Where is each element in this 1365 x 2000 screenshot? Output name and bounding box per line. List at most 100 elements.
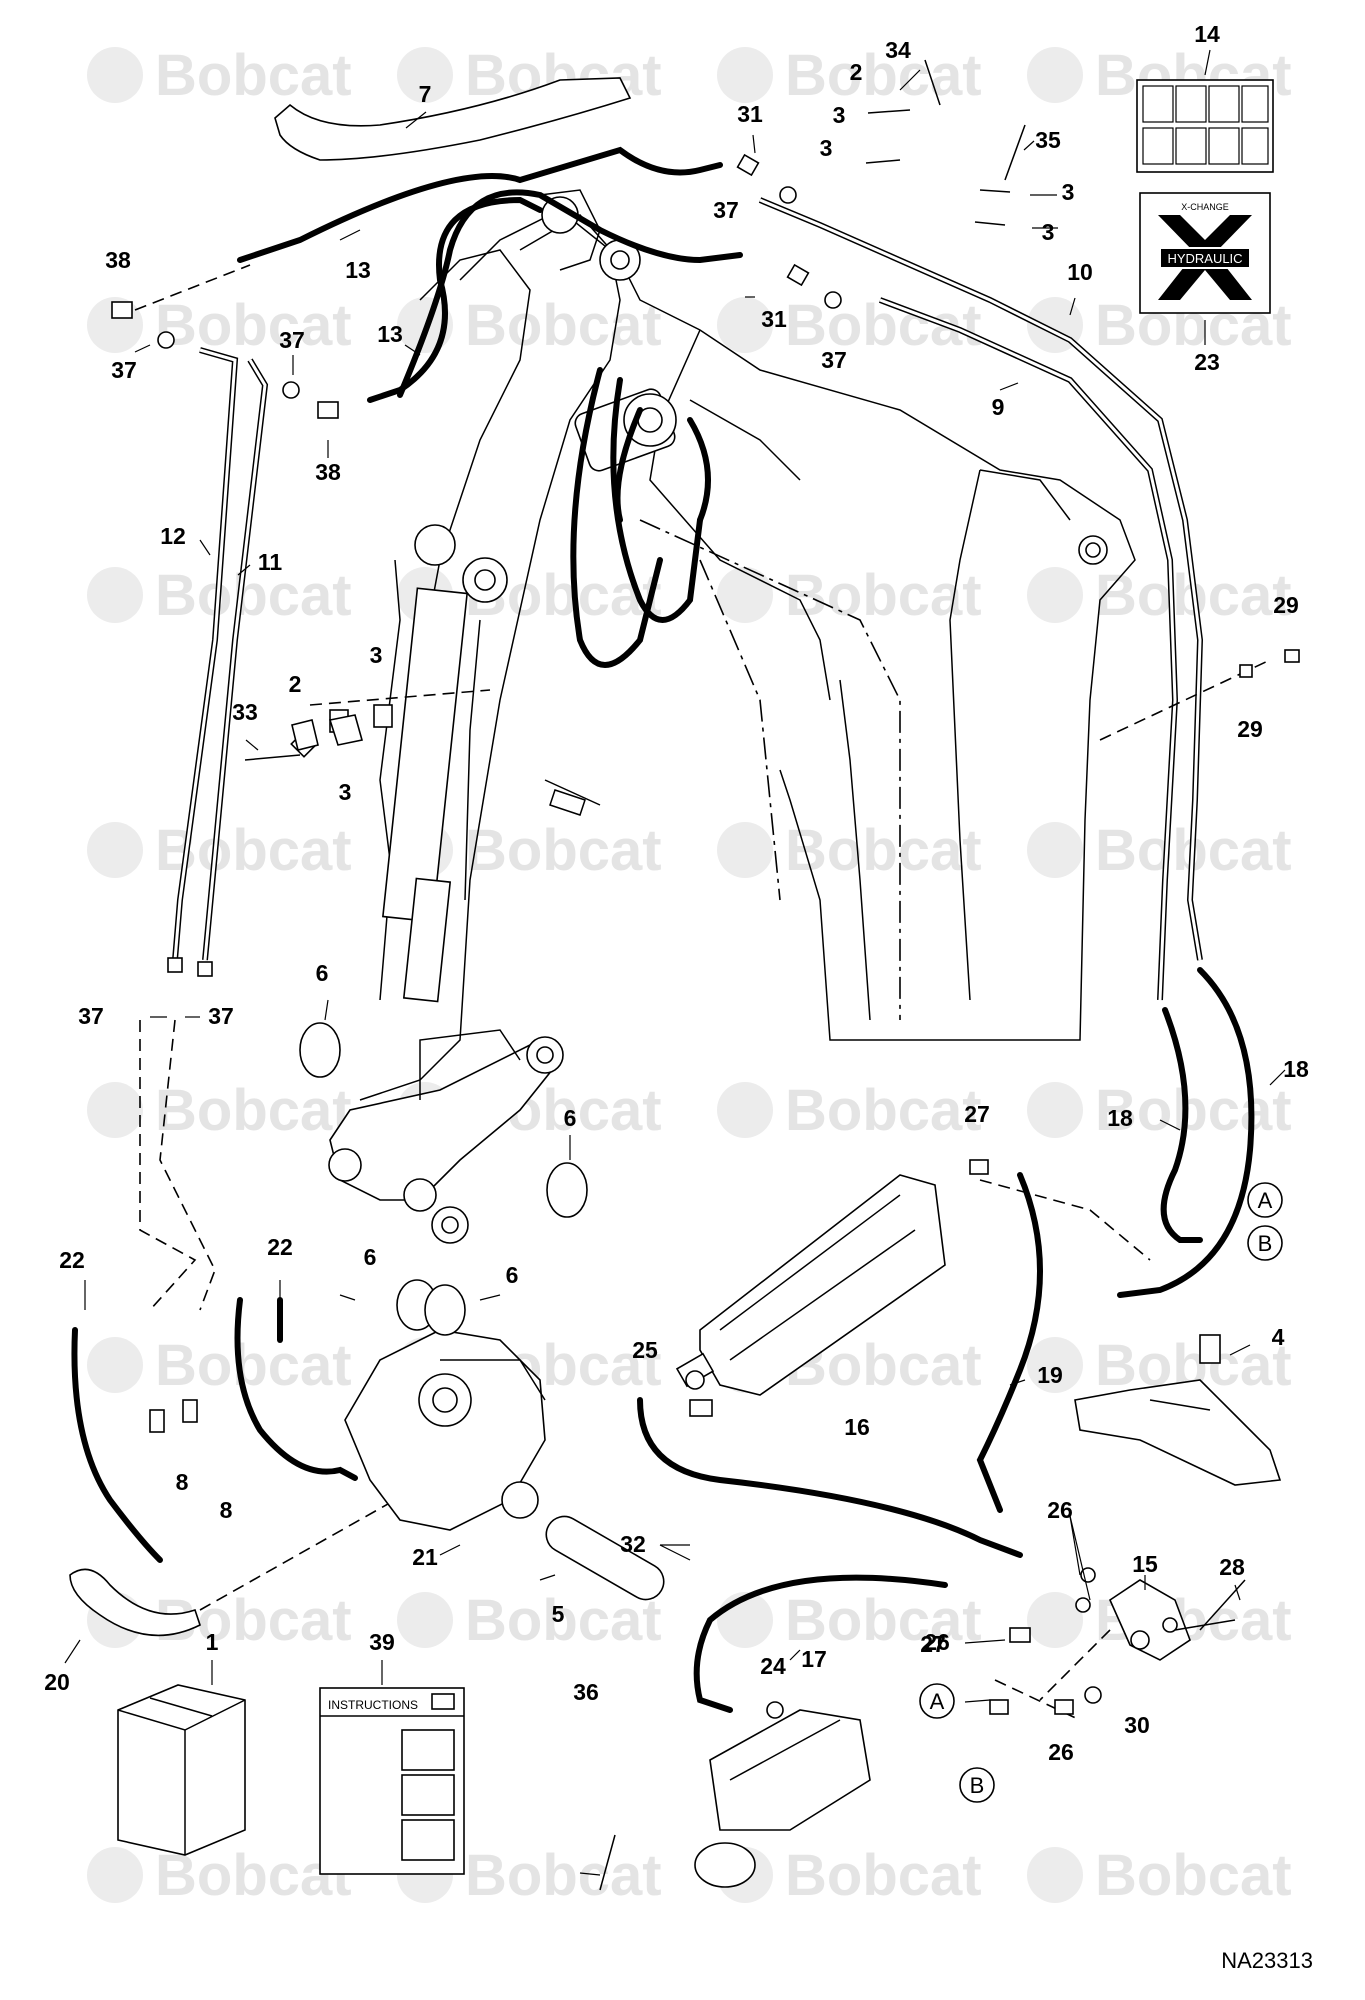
- diverter-valve: [694, 1709, 871, 1888]
- watermark-logo-icon: [1027, 1592, 1083, 1648]
- watermark-text: Bobcat: [465, 1843, 662, 1908]
- watermark-logo-icon: [87, 822, 143, 878]
- callout-38-top: 38: [105, 247, 131, 273]
- control-valve: [675, 1174, 946, 1396]
- callout-6-lower-a: 6: [364, 1244, 377, 1270]
- callout-26-left: 26: [924, 1629, 950, 1655]
- callout-8-left: 8: [176, 1469, 189, 1495]
- callout-3-top-b: 3: [820, 135, 833, 161]
- callout-leaders: [64, 49, 1286, 1876]
- callout-19: 19: [1037, 1362, 1063, 1388]
- callout-1: 1: [206, 1629, 219, 1655]
- decal-14: [1136, 79, 1274, 173]
- callout-10: 10: [1067, 259, 1093, 285]
- callout-37-left: 37: [111, 357, 137, 383]
- panel-4: [1074, 1334, 1282, 1486]
- callout-35: 35: [1035, 127, 1061, 153]
- callout-37-lower-left-a: 37: [78, 1003, 104, 1029]
- watermark-text: Bobcat: [155, 563, 352, 628]
- callout-18-right: 18: [1283, 1056, 1309, 1082]
- callout-30: 30: [1124, 1712, 1150, 1738]
- decal-23: HYDRAULIC X-CHANGE: [1139, 192, 1271, 314]
- callout-20: 20: [44, 1669, 70, 1695]
- callout-23: 23: [1194, 349, 1220, 375]
- watermark-logo-icon: [717, 47, 773, 103]
- watermark-logo-icon: [1027, 822, 1083, 878]
- callout-6-lower-b: 6: [506, 1262, 519, 1288]
- callout-16: 16: [844, 1414, 870, 1440]
- callout-38-bottom: 38: [315, 459, 341, 485]
- boom-assembly: [328, 189, 1136, 1244]
- marker-b-top: B: [1258, 1231, 1273, 1256]
- watermark-text: Bobcat: [155, 1333, 352, 1398]
- callout-3-arm-top: 3: [370, 642, 383, 668]
- callout-39: 39: [369, 1629, 395, 1655]
- watermark-text: Bobcat: [785, 1843, 982, 1908]
- callout-32: 32: [620, 1531, 646, 1557]
- callout-6-right: 6: [564, 1105, 577, 1131]
- callout-18-left: 18: [1107, 1105, 1133, 1131]
- valve-15: [1108, 1579, 1246, 1661]
- callout-2-top: 2: [850, 59, 863, 85]
- boom-hoses: [237, 146, 1255, 1298]
- watermark-text: Bobcat: [465, 1588, 662, 1653]
- callout-14: 14: [1194, 21, 1220, 47]
- watermark-logo-icon: [87, 567, 143, 623]
- watermark-text: Bobcat: [155, 43, 352, 108]
- watermark-text: Bobcat: [465, 293, 662, 358]
- watermark-text: Bobcat: [785, 563, 982, 628]
- callout-26-bottom: 26: [1048, 1739, 1074, 1765]
- callout-24: 24: [760, 1653, 786, 1679]
- callout-labels: 7 31 37 31 37 34 2 3 3 35 3 3 14 23 10 9…: [44, 21, 1309, 1765]
- watermark-text: Bobcat: [785, 818, 982, 883]
- callout-37-near-38: 37: [279, 327, 305, 353]
- o-rings: [299, 1022, 588, 1336]
- callout-27-top: 27: [964, 1101, 990, 1127]
- watermark-text: Bobcat: [1095, 1843, 1292, 1908]
- watermark-logo-icon: [717, 1082, 773, 1138]
- watermark-text: Bobcat: [465, 818, 662, 883]
- hose-guards: [69, 77, 632, 1637]
- instructions-title: INSTRUCTIONS: [328, 1698, 418, 1712]
- watermark-logo-icon: [87, 47, 143, 103]
- callout-3-top-a: 3: [833, 102, 846, 128]
- callout-27-bottom: 27: [920, 1631, 946, 1657]
- callout-7: 7: [419, 81, 432, 107]
- callout-22-left: 22: [59, 1247, 85, 1273]
- kit-box: [117, 1684, 246, 1856]
- callout-3-right-a: 3: [1062, 179, 1075, 205]
- callout-4: 4: [1272, 1324, 1285, 1350]
- watermark-logo-icon: [397, 1592, 453, 1648]
- instructions-sheet: INSTRUCTIONS: [319, 1687, 465, 1875]
- callout-26-top: 26: [1047, 1497, 1073, 1523]
- decal-23-top-text: X-CHANGE: [1181, 202, 1229, 212]
- watermark-logo-icon: [397, 47, 453, 103]
- watermark-logo-icon: [717, 567, 773, 623]
- callout-31-mid: 31: [761, 306, 787, 332]
- callout-37-lower-left-b: 37: [208, 1003, 234, 1029]
- watermark-text: Bobcat: [155, 293, 352, 358]
- watermark-text: Bobcat: [785, 1588, 982, 1653]
- watermark-text: Bobcat: [785, 43, 982, 108]
- callout-15: 15: [1132, 1551, 1158, 1577]
- callout-37-mid: 37: [821, 347, 847, 373]
- watermark-text: Bobcat: [155, 1078, 352, 1143]
- callout-31-top: 31: [737, 101, 763, 127]
- watermark-logo-icon: [1027, 1337, 1083, 1393]
- callout-29-top: 29: [1273, 592, 1299, 618]
- callout-6-left: 6: [316, 960, 329, 986]
- callout-25: 25: [632, 1337, 658, 1363]
- watermark-logo-icon: [717, 297, 773, 353]
- watermark-logo-icon: [1027, 567, 1083, 623]
- callout-21: 21: [412, 1544, 438, 1570]
- callout-3-right-b: 3: [1042, 219, 1055, 245]
- callout-8-right: 8: [220, 1497, 233, 1523]
- bucket-pivot: [344, 1329, 665, 1601]
- decal-23-main-text: HYDRAULIC: [1167, 251, 1242, 266]
- callout-2-arm: 2: [289, 671, 302, 697]
- watermark-logo-icon: [1027, 1082, 1083, 1138]
- leader-dashes: [134, 264, 1271, 1721]
- marker-b-bottom: B: [970, 1773, 985, 1798]
- fittings: [111, 59, 1300, 1891]
